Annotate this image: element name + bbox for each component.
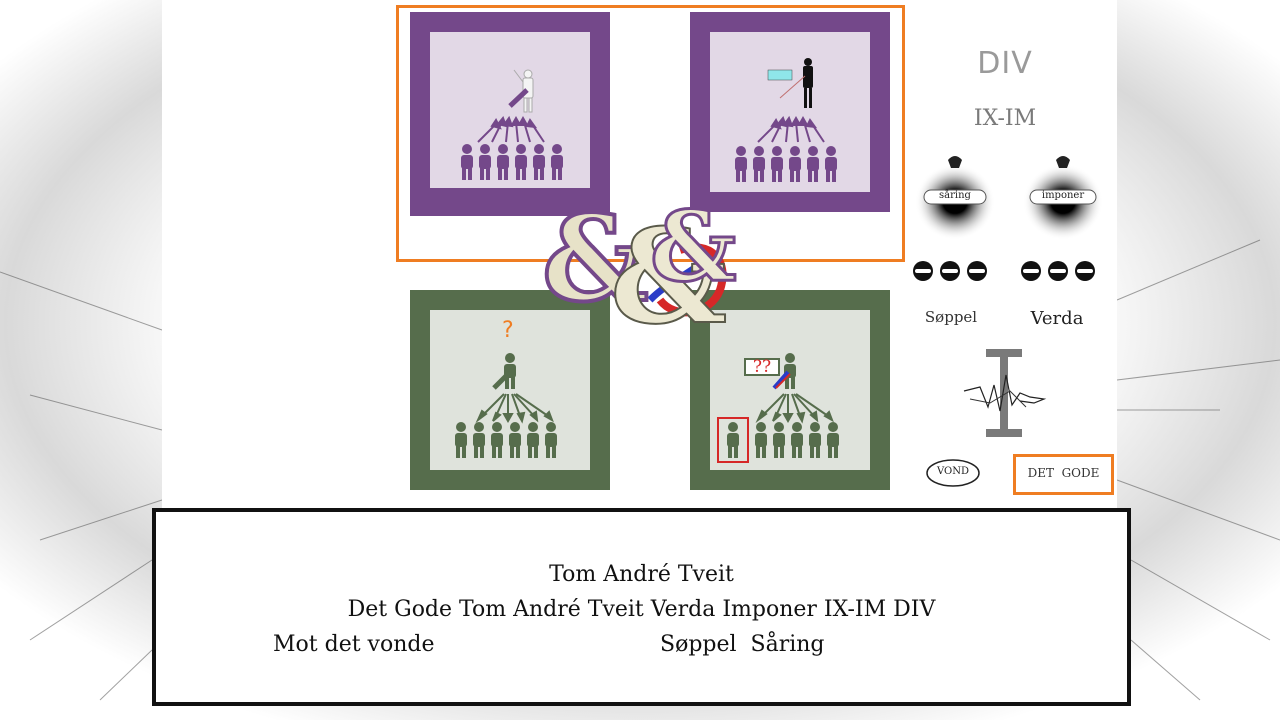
- ix-im-title: IX-IM: [973, 106, 1037, 131]
- panel-bottom-left: ?: [410, 290, 610, 490]
- soppel-label: Søppel: [924, 308, 978, 326]
- ampersand-ornament: & & &: [540, 187, 738, 340]
- det-gode-label: DET GODE: [1027, 466, 1100, 480]
- caption-line-3-right: Søppel Såring: [660, 632, 825, 657]
- saring-badge-label: såring: [939, 190, 971, 201]
- vond-oval: [926, 459, 980, 487]
- panel-top-left: [410, 12, 610, 216]
- signature-i-glyph: [963, 349, 1047, 437]
- question-mark: ?: [502, 318, 514, 343]
- caption-line-3-left: Mot det vonde: [273, 632, 435, 657]
- caption-line-1: Tom André Tveit: [549, 562, 734, 587]
- svg-text:&: &: [650, 190, 737, 303]
- diagram-canvas: [162, 0, 1117, 508]
- small-ornaments-right: [1021, 261, 1095, 281]
- double-question-mark: ??: [752, 357, 772, 377]
- leader-followers-illustration: [461, 69, 563, 180]
- double-question-box: ??: [744, 358, 780, 376]
- det-gode-highlight: [1013, 454, 1114, 495]
- imponer-badge-label: imponer: [1041, 190, 1085, 201]
- saring-ornament: [915, 156, 995, 240]
- panel-top-right: [690, 12, 890, 212]
- top-row-highlight: [396, 5, 905, 262]
- leader-followers-illustration-dark: [735, 58, 837, 182]
- vond-label: VOND: [936, 466, 969, 477]
- leader-followers-illustration-green: [455, 353, 557, 458]
- div-title: DIV: [977, 46, 1033, 81]
- imponer-ornament: [1023, 156, 1103, 240]
- svg-text:&: &: [542, 189, 649, 328]
- caption-box: Tom André Tveit Det Gode Tom André Tveit…: [152, 508, 1131, 706]
- leader-followers-illustration-green-alt: [717, 353, 839, 463]
- panel-bottom-right: ??: [690, 290, 890, 490]
- small-ornaments-left: [913, 261, 987, 281]
- verda-label: Verda: [1030, 308, 1084, 329]
- caption-line-2: Det Gode Tom André Tveit Verda Imponer I…: [347, 597, 936, 622]
- svg-text:&: &: [610, 200, 727, 340]
